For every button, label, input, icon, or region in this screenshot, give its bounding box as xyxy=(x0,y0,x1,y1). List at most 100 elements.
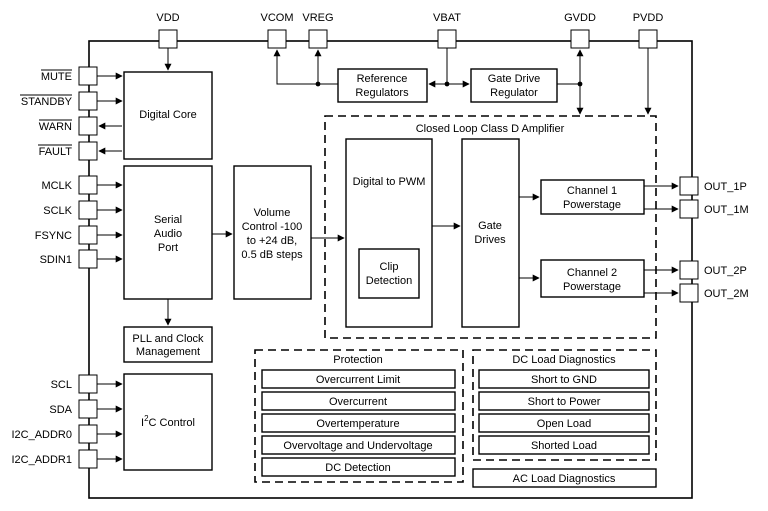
pin-out-2p-label: OUT_2P xyxy=(704,265,747,277)
pin-vreg: VREG xyxy=(302,12,334,49)
dc-load-title: DC Load Diagnostics xyxy=(512,354,616,366)
reference-regulators-line-2: Regulators xyxy=(355,87,409,99)
protection-item-label: Overtemperature xyxy=(316,418,399,430)
gate-drives-line-2: Drives xyxy=(474,234,506,246)
protection-item: Overcurrent xyxy=(261,391,456,411)
pin-vbat-label: VBAT xyxy=(433,12,461,24)
pin-gvdd: GVDD xyxy=(564,12,596,49)
gate-drive-regulator-line-1: Gate Drive xyxy=(488,73,541,85)
pin-vcom: VCOM xyxy=(261,12,294,49)
pin-fsync: FSYNC xyxy=(35,225,98,245)
protection-item-label: Overcurrent Limit xyxy=(316,374,400,386)
protection-item: Overcurrent Limit xyxy=(261,369,456,389)
pin-i2c-addr1: I2C_ADDR1 xyxy=(11,449,98,469)
protection-item: DC Detection xyxy=(261,457,456,477)
protection-item: Overtemperature xyxy=(261,413,456,433)
gate-drive-regulator-line-2: Regulator xyxy=(490,87,538,99)
pin-out-1p-label: OUT_1P xyxy=(704,181,747,193)
pin-vcom-label: VCOM xyxy=(261,12,294,24)
reference-regulators-line-1: Reference xyxy=(357,73,408,85)
dc-load-item-label: Short to GND xyxy=(531,374,597,386)
channel1-line-1: Channel 1 xyxy=(567,185,617,197)
volume-control-line-2: Control -100 xyxy=(242,221,303,233)
dc-load-diagnostics-group: DC Load Diagnostics Short to GND Short t… xyxy=(472,349,657,461)
pin-scl-label: SCL xyxy=(51,379,72,391)
volume-control-block: Volume Control -100 to +24 dB, 0.5 dB st… xyxy=(233,165,312,300)
pin-i2c-addr0: I2C_ADDR0 xyxy=(11,424,98,444)
clip-detection-line-1: Clip xyxy=(380,261,399,273)
protection-item-label: Overvoltage and Undervoltage xyxy=(283,440,432,452)
pin-sclk: SCLK xyxy=(43,200,98,220)
pin-scl: SCL xyxy=(51,374,98,394)
pll-line-1: PLL and Clock xyxy=(132,333,204,345)
protection-group: Protection Overcurrent Limit Overcurrent… xyxy=(254,349,464,483)
pin-sda: SDA xyxy=(49,399,98,419)
pin-mute-label: MUTE xyxy=(41,71,72,83)
pin-warn-label: WARN xyxy=(39,121,72,133)
channel2-powerstage-block: Channel 2 Powerstage xyxy=(540,259,645,298)
pin-out-2p: OUT_2P xyxy=(679,260,747,280)
digital-to-pwm-label: Digital to PWM xyxy=(353,176,426,188)
serial-audio-port-line-1: Serial xyxy=(154,214,182,226)
channel2-line-1: Channel 2 xyxy=(567,267,617,279)
pin-gvdd-label: GVDD xyxy=(564,12,596,24)
dc-load-item: Shorted Load xyxy=(478,435,650,455)
pll-line-2: Management xyxy=(136,346,200,358)
i2c-control-label: I2C Control xyxy=(141,414,195,429)
pin-vreg-label: VREG xyxy=(302,12,333,24)
closed-loop-amplifier-title: Closed Loop Class D Amplifier xyxy=(416,123,565,135)
pin-mclk-label: MCLK xyxy=(41,180,72,192)
pll-clock-block: PLL and Clock Management xyxy=(123,326,213,363)
pin-sda-label: SDA xyxy=(49,404,72,416)
closed-loop-amplifier-region: Closed Loop Class D Amplifier xyxy=(324,115,657,339)
pin-sdin1-label: SDIN1 xyxy=(40,254,72,266)
reference-regulators-block: Reference Regulators xyxy=(337,68,428,103)
pin-out-1m-label: OUT_1M xyxy=(704,204,749,216)
channel2-line-2: Powerstage xyxy=(563,281,621,293)
channel1-powerstage-block: Channel 1 Powerstage xyxy=(540,179,645,215)
i2c-control-block: I2C Control xyxy=(123,373,213,471)
dc-load-item: Short to GND xyxy=(478,369,650,389)
pin-standby-label: STANDBY xyxy=(21,96,73,108)
dc-load-item: Open Load xyxy=(478,413,650,433)
pin-vdd: VDD xyxy=(156,12,180,49)
clip-detection-block: Clip Detection xyxy=(358,248,420,299)
dc-load-item-label: Shorted Load xyxy=(531,440,597,452)
pin-out-2m: OUT_2M xyxy=(679,283,749,303)
connections xyxy=(97,48,679,463)
pin-out-1m: OUT_1M xyxy=(679,199,749,219)
ac-load-diagnostics-block: AC Load Diagnostics xyxy=(472,468,657,488)
pin-out-1p: OUT_1P xyxy=(679,176,747,196)
serial-audio-port-line-3: Port xyxy=(158,242,178,254)
protection-item: Overvoltage and Undervoltage xyxy=(261,435,456,455)
protection-title: Protection xyxy=(333,354,383,366)
dc-load-item-label: Open Load xyxy=(537,418,591,430)
pin-standby: STANDBY xyxy=(20,91,98,111)
serial-audio-port-line-2: Audio xyxy=(154,228,182,240)
pin-pvdd-label: PVDD xyxy=(633,12,664,24)
pin-out-2m-label: OUT_2M xyxy=(704,288,749,300)
digital-core-label: Digital Core xyxy=(139,109,196,121)
pin-warn: WARN xyxy=(39,116,98,136)
volume-control-line-4: 0.5 dB steps xyxy=(241,249,303,261)
gate-drive-regulator-block: Gate Drive Regulator xyxy=(470,68,558,103)
gate-drives-block: Gate Drives xyxy=(461,138,520,328)
clip-detection-line-2: Detection xyxy=(366,275,412,287)
volume-control-line-3: to +24 dB, xyxy=(247,235,297,247)
protection-item-label: DC Detection xyxy=(325,462,390,474)
digital-to-pwm-block: Digital to PWM xyxy=(345,138,433,328)
pin-mclk: MCLK xyxy=(41,175,98,195)
pin-i2c-addr1-label: I2C_ADDR1 xyxy=(11,454,72,466)
pin-i2c-addr0-label: I2C_ADDR0 xyxy=(11,429,72,441)
pin-vdd-label: VDD xyxy=(156,12,179,24)
pin-sclk-label: SCLK xyxy=(43,205,72,217)
digital-core-block: Digital Core xyxy=(123,71,213,160)
gate-drives-line-1: Gate xyxy=(478,220,502,232)
pin-fault-label: FAULT xyxy=(39,146,73,158)
pin-mute: MUTE xyxy=(41,66,98,86)
dc-load-item-label: Short to Power xyxy=(528,396,601,408)
pin-pvdd: PVDD xyxy=(633,12,664,49)
pin-vbat: VBAT xyxy=(433,12,461,49)
serial-audio-port-block: Serial Audio Port xyxy=(123,165,213,300)
